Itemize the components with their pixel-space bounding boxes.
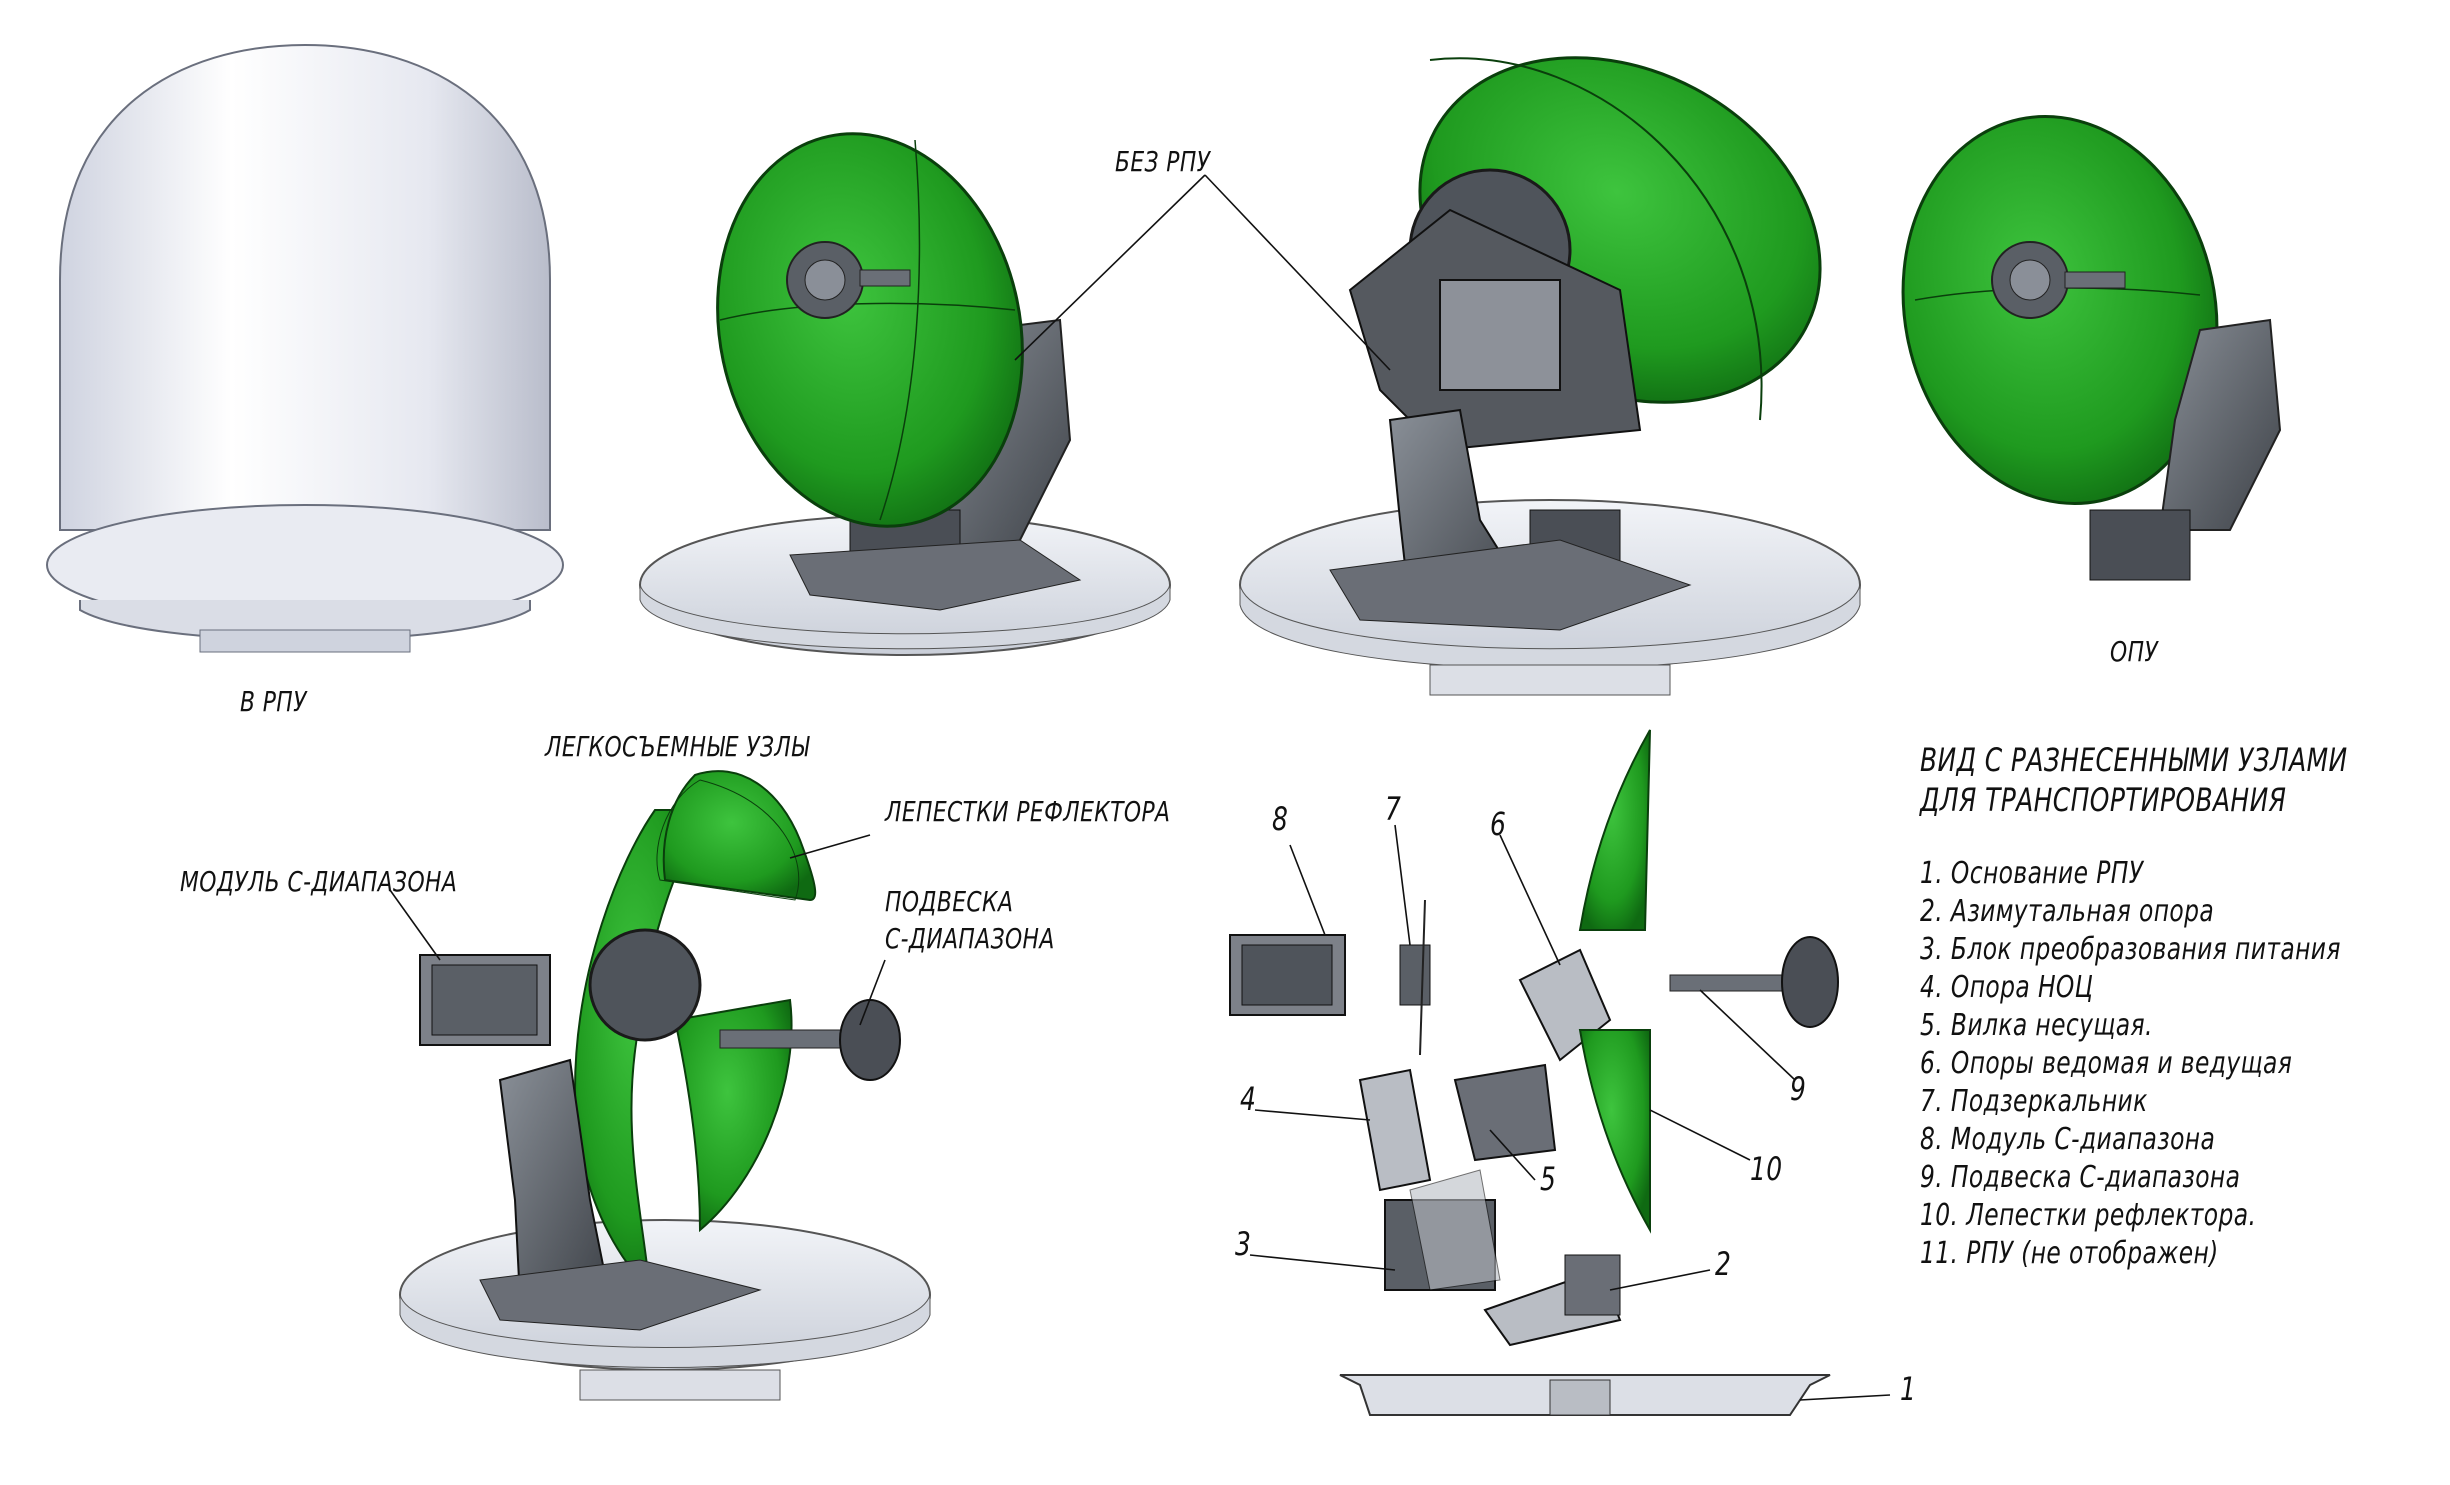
label-without-radome: БЕЗ РПУ [1115, 145, 1211, 178]
legend-item-2: 2. Азимутальная опора [1920, 894, 2215, 929]
radome-dome [59, 43, 551, 531]
part-number-4: 4 [1240, 1080, 1257, 1118]
leader-2 [1609, 1269, 1711, 1291]
numbered-exploded-parts [1229, 729, 1839, 1416]
label-reflector-petals: ЛЕПЕСТКИ РЕФЛЕКТОРА [885, 795, 1171, 828]
leader-lines [389, 174, 1891, 1401]
label-quick-release: ЛЕГКОСЪЕМНЫЕ УЗЛЫ [545, 730, 810, 763]
part-1-center-block [1549, 1379, 1611, 1416]
leader-9 [1699, 989, 1796, 1081]
base-foot [1429, 664, 1671, 696]
c-band-module [1439, 279, 1561, 391]
c-band-mount-horn [839, 999, 901, 1081]
leader-3 [1249, 1254, 1396, 1271]
leader-8 [1289, 844, 1326, 936]
leader-4 [1254, 1109, 1371, 1121]
leader-bez-rpu-2 [1204, 174, 1391, 371]
reflector-dish [1901, 115, 2219, 505]
legend-item-10: 10. Лепестки рефлектора. [1920, 1198, 2257, 1233]
reflector-petal [662, 770, 817, 902]
feed-support [2064, 271, 2126, 289]
radome-foot [199, 629, 411, 653]
part-number-7: 7 [1385, 790, 1402, 828]
legend-item-9: 9. Подвеска С-диапазона [1920, 1160, 2241, 1195]
label-c-band-module: МОДУЛЬ С-ДИАПАЗОНА [180, 865, 458, 898]
part-9-mount-horn [1781, 936, 1839, 1028]
reflector-petal [656, 779, 800, 901]
spider-base [479, 1259, 762, 1331]
label-with-radome: В РПУ [240, 685, 307, 718]
part-10-petal [1578, 729, 1651, 931]
part-4-support [1358, 1068, 1432, 1192]
part-number-5: 5 [1540, 1160, 1557, 1198]
label-c-band-mount-2: С-ДИАПАЗОНА [885, 922, 1055, 955]
antenna-rear-view [1239, 56, 1861, 696]
gear-wheel [588, 928, 702, 1042]
part-9-mount-shaft [1669, 974, 1801, 992]
legend-title-line1: ВИД С РАЗНЕСЕННЫМИ УЗЛАМИ [1920, 741, 2348, 779]
base-foot [579, 1369, 781, 1401]
radome-view [46, 43, 564, 653]
motor-block [2089, 509, 2191, 581]
part-10-petal [1578, 1029, 1651, 1234]
part-7-rod [1419, 899, 1426, 1056]
reflector-petal [673, 998, 793, 1233]
leader-7 [1394, 824, 1411, 946]
legend-item-5: 5. Вилка несущая. [1920, 1008, 2153, 1043]
part-number-3: 3 [1235, 1225, 1252, 1263]
part-number-1: 1 [1900, 1370, 1917, 1408]
legend-item-3: 3. Блок преобразования питания [1920, 932, 2341, 967]
feed-horn-inner [2009, 259, 2051, 301]
legend-item-6: 6. Опоры ведомая и ведущая [1920, 1046, 2293, 1081]
part-number-6: 6 [1490, 805, 1507, 843]
leader-5 [1489, 1129, 1536, 1181]
legend-title-line2: ДЛЯ ТРАНСПОРТИРОВАНИЯ [1920, 781, 2287, 819]
part-2-motor [1564, 1254, 1621, 1316]
antenna-without-radome [639, 132, 1171, 656]
legend-item-1: 1. Основание РПУ [1920, 856, 2144, 891]
part-7-subreflector [1399, 944, 1431, 1006]
feed-horn-inner [804, 259, 846, 301]
reflector-dish [716, 132, 1024, 528]
leader-petals [789, 834, 871, 859]
feed-support [859, 269, 911, 287]
c-band-module-grille [431, 964, 538, 1036]
part-5-fork [1453, 1063, 1557, 1162]
part-number-8: 8 [1272, 800, 1289, 838]
leader-c-mount [859, 959, 886, 1026]
legend-item-8: 8. Модуль С-диапазона [1920, 1122, 2216, 1157]
leader-6 [1499, 834, 1561, 966]
leader-10 [1649, 1109, 1751, 1161]
label-c-band-mount-1: ПОДВЕСКА [885, 885, 1014, 918]
base-plate-rim [639, 584, 1171, 650]
legend-item-11: 11. РПУ (не отображен) [1920, 1236, 2219, 1271]
quick-release-view [399, 770, 931, 1401]
c-band-mount-shaft [719, 1029, 861, 1049]
leader-bez-rpu-1 [1014, 174, 1206, 361]
label-opu: ОПУ [2110, 635, 2159, 668]
leader-1 [1799, 1394, 1891, 1401]
part-3-plate [1409, 1169, 1501, 1291]
part-8-grille [1241, 944, 1333, 1006]
reflector-seam [719, 302, 1016, 321]
reflector-seam [879, 139, 921, 521]
legend-item-4: 4. Опора НОЦ [1920, 970, 2094, 1005]
leader-c-module [389, 889, 441, 961]
opu-view [1901, 115, 2282, 581]
base-plate-rim [399, 1294, 931, 1368]
mount-bracket [2158, 318, 2282, 531]
reflector-rim [1429, 57, 1763, 421]
part-number-10: 10 [1750, 1150, 1783, 1188]
spider-base [1329, 539, 1692, 631]
part-number-2: 2 [1715, 1245, 1732, 1283]
spider-base [789, 539, 1082, 611]
base-plate-rim [1239, 584, 1861, 670]
part-number-9: 9 [1790, 1070, 1807, 1108]
legend-item-7: 7. Подзеркальник [1920, 1084, 2148, 1119]
